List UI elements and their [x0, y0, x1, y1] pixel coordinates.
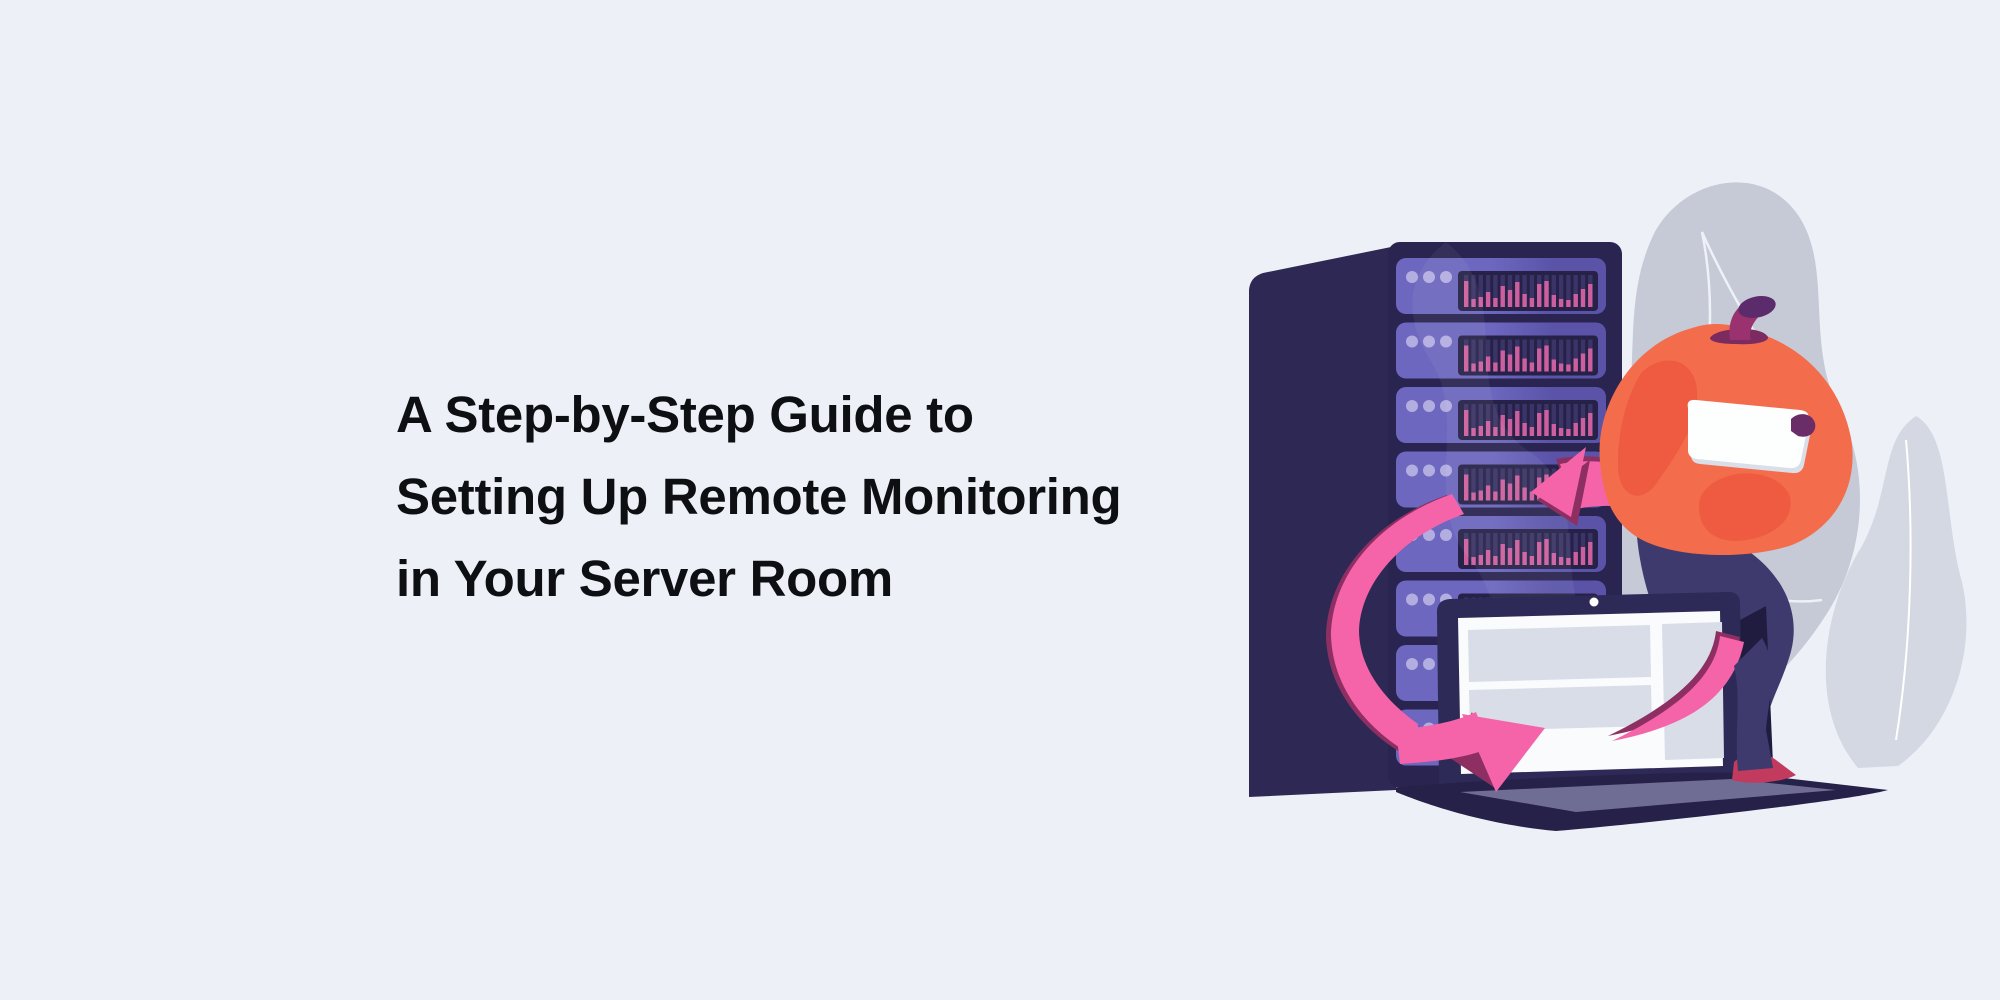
rack-slot	[1396, 516, 1606, 572]
hero-illustration-svg	[1249, 182, 1967, 831]
sync-bottom-arrow-shaft	[1396, 712, 1490, 764]
rack-slot	[1396, 387, 1606, 443]
leaf-blob-right	[1825, 416, 1967, 768]
rack-led	[1423, 464, 1435, 477]
rack-equalizer-bars	[1464, 339, 1593, 372]
rack-led	[1406, 464, 1418, 477]
laptop-keyboard-panel	[1460, 779, 1836, 812]
rack-led	[1423, 529, 1435, 541]
hero-illustration	[1180, 120, 1980, 880]
person-sweater-shade-left	[1617, 360, 1698, 496]
rack-led	[1440, 529, 1452, 541]
rack-led	[1406, 593, 1418, 606]
sync-arc-right-tail	[1608, 631, 1744, 741]
laptop-camera-dot	[1589, 597, 1599, 607]
rack-equalizer-bars	[1464, 404, 1593, 436]
rack-slot	[1396, 258, 1606, 314]
rack-led	[1440, 464, 1452, 477]
rack-led	[1423, 400, 1435, 412]
dashboard-panel-middle	[1469, 685, 1652, 731]
rack-slot	[1396, 322, 1606, 379]
rack-led	[1406, 658, 1418, 670]
title-line-1: A Step-by-Step Guide to	[396, 386, 974, 443]
person-sweater-shade-bottom	[1699, 473, 1791, 541]
sync-arc-left-and-bottom-arrow	[1326, 494, 1545, 792]
rack-led	[1406, 400, 1418, 412]
rack-equalizer-bars	[1464, 533, 1593, 565]
hair-bun	[1738, 295, 1776, 319]
rack-led	[1440, 400, 1452, 412]
sync-arc-right-tail-pink	[1612, 636, 1744, 741]
rack-led	[1406, 335, 1418, 348]
title-line-3: in Your Server Room	[396, 550, 893, 607]
held-laptop	[1687, 399, 1810, 469]
rack-led	[1406, 271, 1418, 283]
title-line-2: Setting Up Remote Monitoring	[396, 468, 1122, 525]
rack-led	[1423, 271, 1435, 283]
rack-led	[1440, 335, 1452, 348]
person-hand	[1791, 414, 1816, 437]
person-calf	[1734, 638, 1773, 771]
rack-led	[1423, 658, 1435, 670]
rack-equalizer-bars	[1464, 275, 1593, 307]
sync-arrowhead-top	[1531, 447, 1586, 517]
sync-bottom-arrowhead	[1462, 714, 1545, 792]
rack-led	[1423, 593, 1435, 606]
leaf-vein-right	[1895, 439, 1912, 741]
sync-arc-left-pink	[1331, 494, 1464, 754]
rack-led	[1423, 335, 1435, 348]
person-calf-and-shoe	[1732, 638, 1796, 783]
dashboard-panel-top	[1468, 625, 1651, 682]
page-title: A Step-by-Step Guide to Setting Up Remot…	[396, 374, 1256, 620]
rack-led	[1440, 271, 1452, 283]
